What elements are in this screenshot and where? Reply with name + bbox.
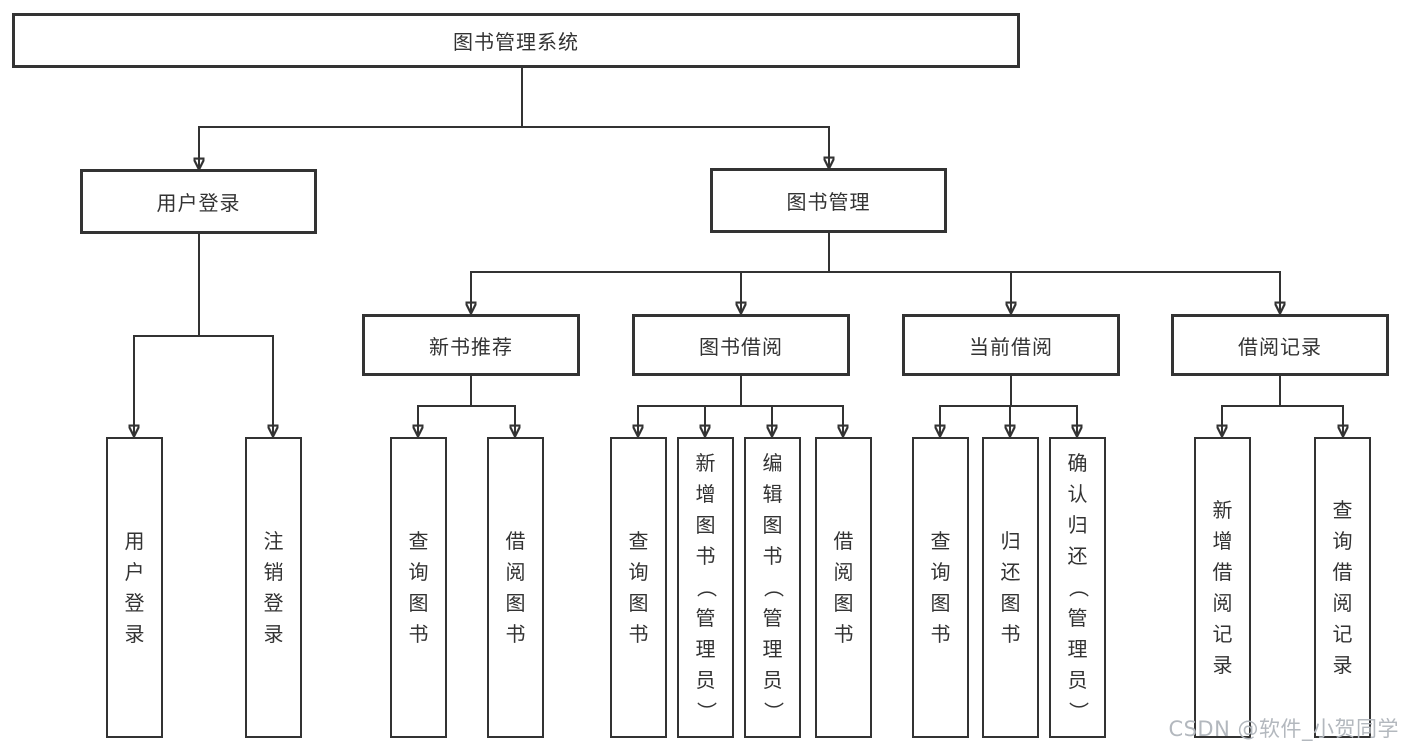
node-user-login: 用户登录	[80, 169, 317, 234]
node-borrowing-records-label: 借阅记录	[1238, 334, 1322, 359]
leaf-borrow-books-recommend-label: 借阅图书	[505, 528, 526, 646]
leaf-query-books-recommend-label: 查询图书	[408, 528, 429, 646]
leaf-edit-book-admin-label: 编辑图书（管理员）	[761, 451, 785, 722]
node-book-management: 图书管理	[710, 168, 947, 233]
leaf-query-borrow-record: 查询借阅记录	[1314, 437, 1371, 738]
node-current-borrowing: 当前借阅	[902, 314, 1120, 376]
leaf-logout: 注销登录	[245, 437, 302, 738]
leaf-return-books-label: 归还图书	[1000, 528, 1021, 646]
leaf-logout-label: 注销登录	[263, 528, 284, 646]
node-root: 图书管理系统	[12, 13, 1020, 68]
leaf-confirm-return-admin: 确认归还（管理员）	[1049, 437, 1106, 738]
node-new-book-recommend: 新书推荐	[362, 314, 580, 376]
node-book-management-label: 图书管理	[786, 190, 871, 214]
leaf-confirm-return-admin-label: 确认归还（管理员）	[1066, 451, 1090, 722]
node-new-book-recommend-label: 新书推荐	[429, 334, 513, 359]
node-user-login-label: 用户登录	[156, 191, 241, 215]
leaf-query-books-current-label: 查询图书	[930, 528, 951, 646]
csdn-watermark: CSDN @软件_小贺同学	[1168, 717, 1399, 741]
leaf-borrow-books-recommend: 借阅图书	[487, 437, 544, 738]
leaf-add-book-admin-label: 新增图书（管理员）	[694, 451, 718, 722]
node-root-label: 图书管理系统	[453, 30, 579, 54]
node-book-borrowing-label: 图书借阅	[699, 334, 783, 359]
leaf-query-borrow-record-label: 查询借阅记录	[1332, 497, 1353, 677]
node-book-borrowing: 图书借阅	[632, 314, 850, 376]
leaf-query-books-recommend: 查询图书	[390, 437, 447, 738]
leaf-user-login: 用户登录	[106, 437, 163, 738]
leaf-add-borrow-record-label: 新增借阅记录	[1212, 497, 1233, 677]
node-current-borrowing-label: 当前借阅	[969, 334, 1053, 359]
leaf-borrow-books: 借阅图书	[815, 437, 872, 738]
leaf-add-borrow-record: 新增借阅记录	[1194, 437, 1251, 738]
leaf-borrow-books-label: 借阅图书	[833, 528, 854, 646]
leaf-edit-book-admin: 编辑图书（管理员）	[744, 437, 801, 738]
leaf-query-books-borrow-label: 查询图书	[628, 528, 649, 646]
leaf-user-login-label: 用户登录	[124, 528, 145, 646]
leaf-return-books: 归还图书	[982, 437, 1039, 738]
leaf-query-books-current: 查询图书	[912, 437, 969, 738]
node-borrowing-records: 借阅记录	[1171, 314, 1389, 376]
leaf-query-books-borrow: 查询图书	[610, 437, 667, 738]
leaf-add-book-admin: 新增图书（管理员）	[677, 437, 734, 738]
